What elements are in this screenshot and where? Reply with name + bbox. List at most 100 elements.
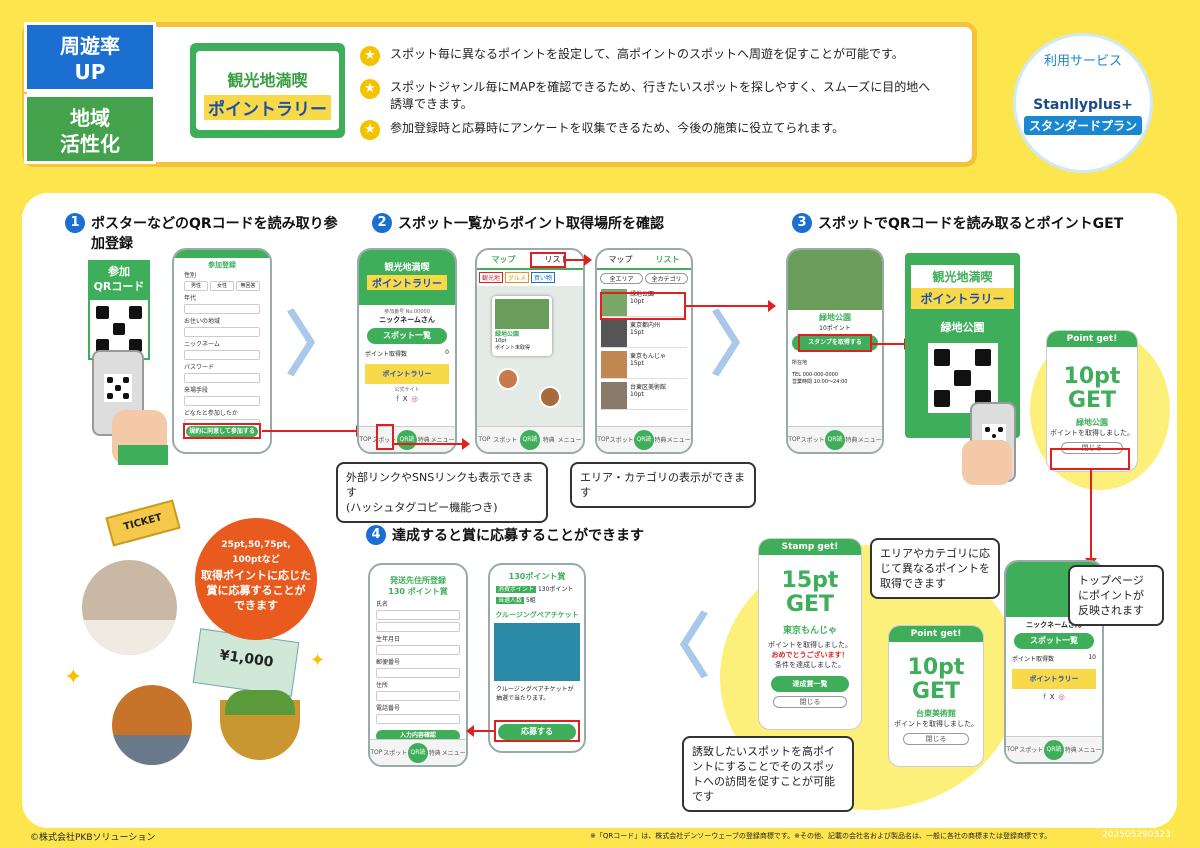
instagram-icon[interactable]: ◎ bbox=[1058, 693, 1065, 701]
top-logo: 観光地満喫ポイントラリー bbox=[359, 250, 455, 305]
step-text: スポット一覧からポイント取得場所を確認 bbox=[398, 216, 664, 232]
nav-benefit[interactable]: 特典 bbox=[1064, 747, 1077, 754]
nav-spot[interactable]: スポット bbox=[1019, 747, 1044, 754]
nav-spot[interactable]: スポット bbox=[609, 437, 634, 444]
tab-list[interactable]: リスト bbox=[655, 255, 680, 264]
row-value: 130ポイント bbox=[537, 586, 574, 593]
name-field[interactable] bbox=[376, 610, 460, 620]
gender-male[interactable]: 男性 bbox=[184, 281, 208, 291]
nav-qr[interactable]: QR読取 bbox=[633, 429, 654, 450]
nav-qr[interactable]: QR読取 bbox=[1043, 739, 1064, 760]
x-icon[interactable]: X bbox=[402, 395, 408, 403]
password-field[interactable] bbox=[184, 373, 260, 383]
callout-category-points: エリアやカテゴリに応じて異なるポイントを取得できます bbox=[870, 538, 1000, 599]
poster-line2: ポイントラリー bbox=[911, 288, 1014, 309]
red-connector bbox=[262, 430, 362, 432]
park-photo bbox=[495, 299, 549, 329]
cat-sightseeing[interactable]: 観光地 bbox=[479, 272, 504, 283]
nav-benefit[interactable]: 特典 bbox=[428, 750, 441, 757]
phone-field[interactable] bbox=[376, 714, 460, 724]
prize-text: 25pt,50,75pt, bbox=[221, 540, 291, 550]
achievement-list-button[interactable]: 達成賞一覧 bbox=[771, 676, 849, 692]
tag-text: 周遊率 bbox=[60, 34, 120, 58]
gender-female[interactable]: 女性 bbox=[210, 281, 234, 291]
age-select[interactable] bbox=[184, 304, 260, 314]
nav-qr[interactable]: QR読取 bbox=[824, 429, 845, 450]
nav-top[interactable]: TOP bbox=[478, 436, 491, 443]
facebook-icon[interactable]: f bbox=[1043, 693, 1046, 701]
popup-spot: 緑地公園 bbox=[495, 331, 520, 338]
nav-menu[interactable]: メニュー bbox=[857, 437, 882, 444]
region-select[interactable] bbox=[184, 327, 260, 337]
red-connector bbox=[1090, 470, 1092, 560]
nav-top[interactable]: TOP bbox=[370, 749, 383, 756]
row-address: 所在地 bbox=[792, 360, 808, 366]
close-button[interactable]: 閉じる bbox=[903, 733, 969, 745]
area-filter[interactable]: 全エリア bbox=[600, 273, 643, 284]
nav-spot[interactable]: スポット bbox=[372, 437, 397, 444]
transport-select[interactable] bbox=[184, 396, 260, 406]
tab-list[interactable]: リスト bbox=[544, 255, 569, 264]
nav-benefit[interactable]: 特典 bbox=[417, 437, 430, 444]
nickname-field[interactable] bbox=[184, 350, 260, 360]
official-link[interactable]: 公式サイト bbox=[394, 387, 420, 393]
x-icon[interactable]: X bbox=[1049, 693, 1055, 701]
name-field-2[interactable] bbox=[376, 622, 460, 632]
tab-map[interactable]: マップ bbox=[491, 255, 516, 264]
nav-menu[interactable]: メニュー bbox=[430, 437, 455, 444]
nav-top[interactable]: TOP bbox=[1006, 746, 1019, 753]
spot-list-button[interactable]: スポット一覧 bbox=[1014, 633, 1094, 649]
nav-menu[interactable]: メニュー bbox=[441, 750, 466, 757]
callout-text: 誘致したいスポットを高ポイントにすることでそのスポットへの訪問を促すことが可能で… bbox=[692, 745, 835, 803]
nav-qr[interactable]: QR読取 bbox=[407, 742, 428, 763]
nav-menu[interactable]: メニュー bbox=[666, 437, 691, 444]
get-text: GET bbox=[1067, 388, 1117, 413]
category-filter[interactable]: 全カテゴリ bbox=[645, 273, 688, 284]
nav-top[interactable]: TOP bbox=[788, 436, 801, 443]
rally-logo-banner: 観光地満喫ポイントラリー bbox=[190, 43, 345, 138]
get-text: GET bbox=[911, 679, 961, 704]
birthday-field[interactable] bbox=[376, 645, 460, 655]
tab-map[interactable]: マップ bbox=[608, 255, 633, 264]
item-name: 東京もんじゃ bbox=[630, 353, 667, 360]
apply-button[interactable]: 応募する bbox=[498, 724, 576, 740]
map-pin-icon[interactable] bbox=[539, 386, 561, 408]
nav-spot[interactable]: スポット bbox=[493, 437, 518, 444]
step-number: 1 bbox=[65, 213, 85, 233]
nav-benefit[interactable]: 特典 bbox=[845, 437, 858, 444]
nav-menu[interactable]: メニュー bbox=[557, 437, 582, 444]
gender-none[interactable]: 無回答 bbox=[236, 281, 260, 291]
nav-menu[interactable]: メニュー bbox=[1077, 747, 1102, 754]
submit-highlight: 規約に同意して参加する bbox=[183, 423, 261, 439]
row-value: 5組 bbox=[525, 597, 536, 604]
get-stamp-button[interactable]: スタンプを取得する bbox=[792, 335, 878, 351]
nav-spot[interactable]: スポット bbox=[800, 437, 825, 444]
facebook-icon[interactable]: f bbox=[396, 395, 399, 403]
map-pin-icon[interactable] bbox=[497, 368, 519, 390]
nav-top[interactable]: TOP bbox=[597, 436, 610, 443]
nav-spot[interactable]: スポット bbox=[383, 750, 408, 757]
item-name: 東京都内州 bbox=[630, 322, 661, 329]
postal-field[interactable] bbox=[376, 668, 460, 678]
bullet-text: スポットジャンル毎にMAPを確認できるため、行きたいスポットを探しやすく、スムー… bbox=[390, 80, 931, 111]
spot-list-button[interactable]: スポット一覧 bbox=[367, 328, 447, 344]
cat-gourmet[interactable]: グルメ bbox=[505, 272, 530, 283]
bullet-3: ★参加登録時と応募時にアンケートを収集できるため、今後の施策に役立てられます。 bbox=[360, 120, 940, 140]
qr-label-b: QRコード bbox=[93, 280, 145, 293]
nav-qr[interactable]: QR読取 bbox=[396, 429, 417, 450]
nav-top[interactable]: TOP bbox=[359, 436, 372, 443]
cat-shopping[interactable]: 買い物 bbox=[531, 272, 556, 283]
close-button[interactable]: 閉じる bbox=[773, 696, 847, 708]
instagram-icon[interactable]: ◎ bbox=[411, 395, 418, 403]
address-field[interactable] bbox=[376, 691, 460, 701]
nav-benefit[interactable]: 特典 bbox=[654, 437, 667, 444]
nav-qr[interactable]: QR読取 bbox=[519, 429, 540, 450]
agree-submit-button[interactable]: 規約に同意して参加する bbox=[186, 426, 258, 437]
nav-benefit[interactable]: 特典 bbox=[542, 437, 555, 444]
